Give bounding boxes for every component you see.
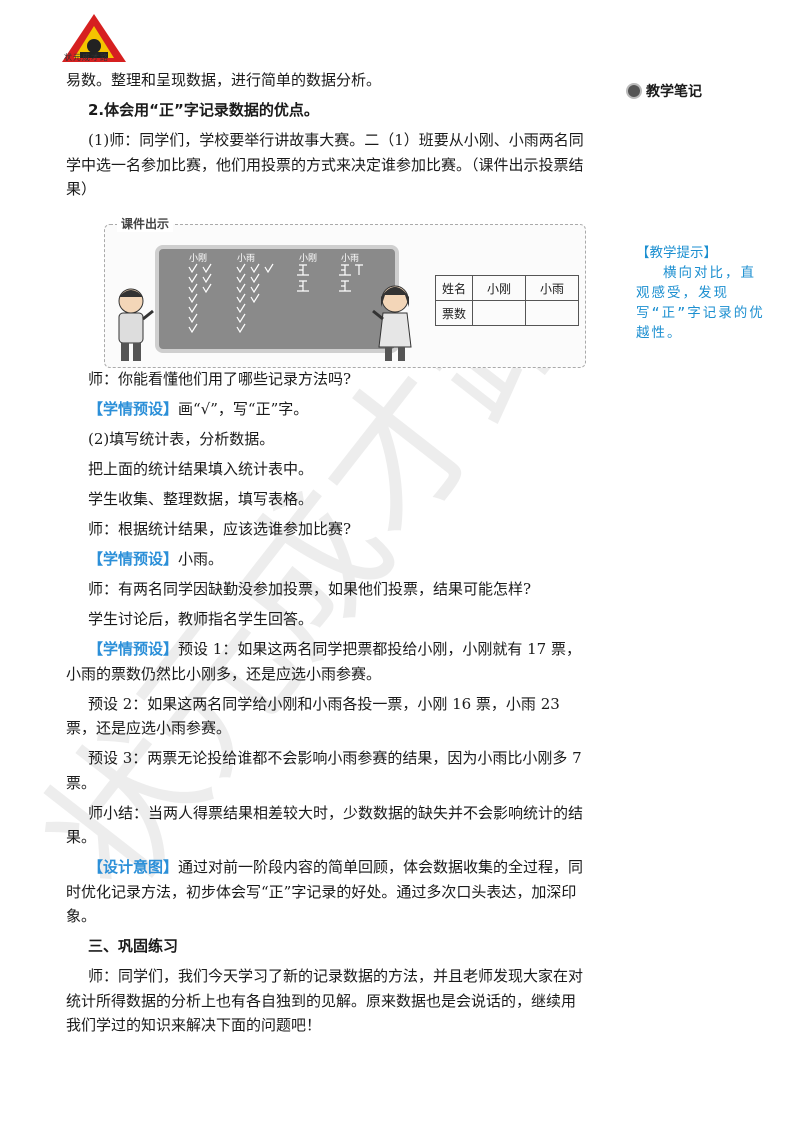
courseware-figure: 课件出示 小刚 小雨 小刚 小雨 姓名 [104,215,586,368]
board-tally-marks [188,263,363,334]
paragraph: 【学情预设】画“√”，写“正”字。 [88,400,309,418]
student-preset-tag: 【学情预设】 [88,400,179,418]
girl-illustration-icon [372,285,412,361]
vote-table: 姓名 小刚 小雨 票数 [435,275,579,326]
paragraph: 预设 2：如果这两名同学给小刚和小雨各投一票，小刚 16 票，小雨 23 票，还… [66,694,560,738]
paragraph: 【设计意图】通过对前一阶段内容的简单回顾，体会数据收集的全过程，同时优化记录方法… [66,858,584,925]
figure-spacer [66,207,590,367]
logo-icon [62,14,126,62]
section-heading: 2.体会用“正”字记录数据的优点。 [88,101,319,119]
paragraph: 师：你能看懂他们用了哪些记录方法吗? [88,370,352,388]
paragraph: 师小结：当两人得票结果相差较大时，少数数据的缺失并不会影响统计的结果。 [66,803,584,847]
paragraph: 师：同学们，我们今天学习了新的记录数据的方法，并且老师发现大家在对统计所得数据的… [66,967,584,1034]
board-header-4: 小雨 [341,254,360,264]
table-cell-xiaogang [472,300,526,326]
teaching-tip-label: 【教学提示】 [636,245,717,261]
paragraph: 师：根据统计结果，应该选谁参加比赛? [88,520,352,538]
paragraph: 易数。整理和呈现数据，进行简单的数据分析。 [66,71,382,89]
table-header-name: 姓名 [435,275,473,301]
teaching-tip: 【教学提示】 横向对比，直观感受，发现写“正”字记录的优越性。 [636,243,766,343]
section-heading: 三、巩固练习 [88,937,179,955]
paragraph: 学生讨论后，教师指名学生回答。 [88,610,314,628]
design-intent-tag: 【设计意图】 [88,858,179,876]
table-header-xiaoyu: 小雨 [525,275,579,301]
logo-text: 状元成才路 [64,53,109,62]
teaching-notes-title: 教学笔记 [628,81,702,101]
blackboard: 小刚 小雨 小刚 小雨 [155,245,399,353]
paragraph: 学生收集、整理数据，填写表格。 [88,490,314,508]
bullet-icon [628,85,640,97]
board-header-2: 小雨 [237,254,256,264]
paragraph: 预设 3：两票无论投给谁都不会影响小雨参赛的结果，因为小雨比小刚多 7 票。 [66,749,582,792]
paragraph: 师：有两名同学因缺勤没参加投票，如果他们投票，结果可能怎样? [88,580,532,598]
table-row-label: 票数 [435,300,473,326]
student-preset-tag: 【学情预设】 [88,640,179,658]
board-header-1: 小刚 [189,254,208,264]
boy-illustration-icon [118,288,154,361]
table-cell-xiaoyu [525,300,579,326]
paragraph: 【学情预设】小雨。 [88,550,224,568]
figure-label: 课件出示 [117,215,174,232]
board-header-3: 小刚 [299,254,318,264]
paragraph: (2)填写统计表，分析数据。 [88,430,275,448]
student-preset-tag: 【学情预设】 [88,550,179,568]
teaching-tip-text: 横向对比，直观感受，发现写“正”字记录的优越性。 [636,265,765,341]
paragraph: (1)师：同学们，学校要举行讲故事大赛。二（1）班要从小刚、小雨两名同学中选一名… [66,131,584,198]
paragraph: 【学情预设】预设 1：如果这两名同学把票都投给小刚，小刚就有 17 票，小雨的票… [66,640,581,683]
main-content: 易数。整理和呈现数据，进行简单的数据分析。 2.体会用“正”字记录数据的优点。 … [66,68,590,1043]
paragraph: 把上面的统计结果填入统计表中。 [88,460,314,478]
